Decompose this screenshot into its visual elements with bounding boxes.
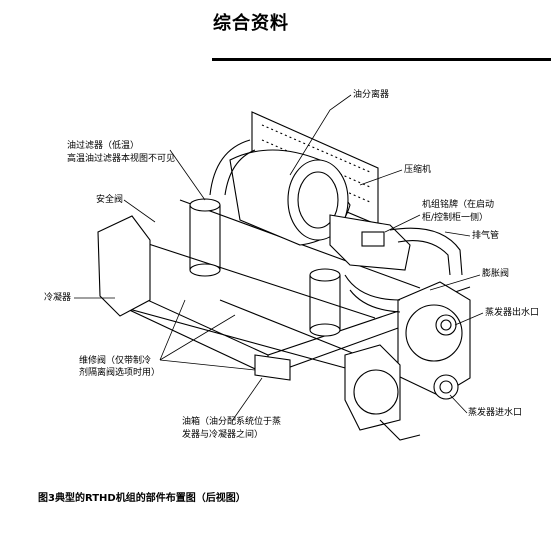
discharge-pipe [389, 227, 463, 276]
label-service-valve-2: 剂隔离阀选项时用） [79, 368, 161, 378]
evaporator-lower-cover [344, 344, 459, 441]
label-evap-inlet: 蒸发器进水口 [468, 408, 523, 418]
leader-evap-inlet [449, 394, 468, 414]
figure-caption: 图3典型的RTHD机组的部件布置图（后视图） [38, 493, 246, 504]
label-evap-outlet: 蒸发器出水口 [485, 308, 540, 318]
leader-service-valve [159, 299, 256, 371]
leader-evap-outlet [454, 312, 484, 326]
label-oil-separator: 油分离器 [353, 90, 390, 100]
label-compressor: 压缩机 [404, 165, 432, 175]
compressor-body [229, 149, 351, 246]
label-nameplate-2: 柜/控制柜一侧） [422, 213, 489, 223]
oil-sump [254, 354, 291, 381]
label-discharge-pipe: 排气管 [472, 231, 500, 241]
page-title: 综合资料 [213, 13, 289, 34]
oil-separator-right [309, 268, 341, 337]
leader-safety-valve [123, 199, 156, 223]
label-expansion-valve: 膨胀阀 [482, 269, 510, 279]
title-rule [212, 58, 551, 61]
leader-oil-filter [169, 149, 206, 201]
label-safety-valve: 安全阀 [96, 195, 124, 205]
leader-oil-sump [231, 377, 263, 422]
label-oil-sump-2: 发器与冷凝器之间） [182, 430, 264, 440]
label-oil-filter-1: 油过滤器（低温） [67, 141, 140, 151]
oil-separator-left [189, 198, 221, 277]
label-service-valve-1: 维修阀（仅带制冷 [79, 356, 152, 366]
leader-nameplate [384, 214, 421, 233]
nameplate [361, 231, 385, 247]
leader-discharge-pipe [444, 231, 471, 237]
leader-compressor [359, 169, 403, 186]
label-nameplate-1: 机组铭牌（在启动 [422, 200, 495, 210]
evaporator-end-cover [397, 281, 471, 397]
label-oil-filter-2: 高温油过滤器本视图不可见 [67, 154, 176, 164]
leader-oil-separator [289, 94, 352, 176]
label-condenser: 冷凝器 [44, 293, 72, 303]
leader-expansion-valve [429, 274, 481, 291]
condenser-end-cover [97, 215, 151, 317]
label-oil-sump-1: 油箱（油分配系统位于蒸 [182, 417, 282, 427]
